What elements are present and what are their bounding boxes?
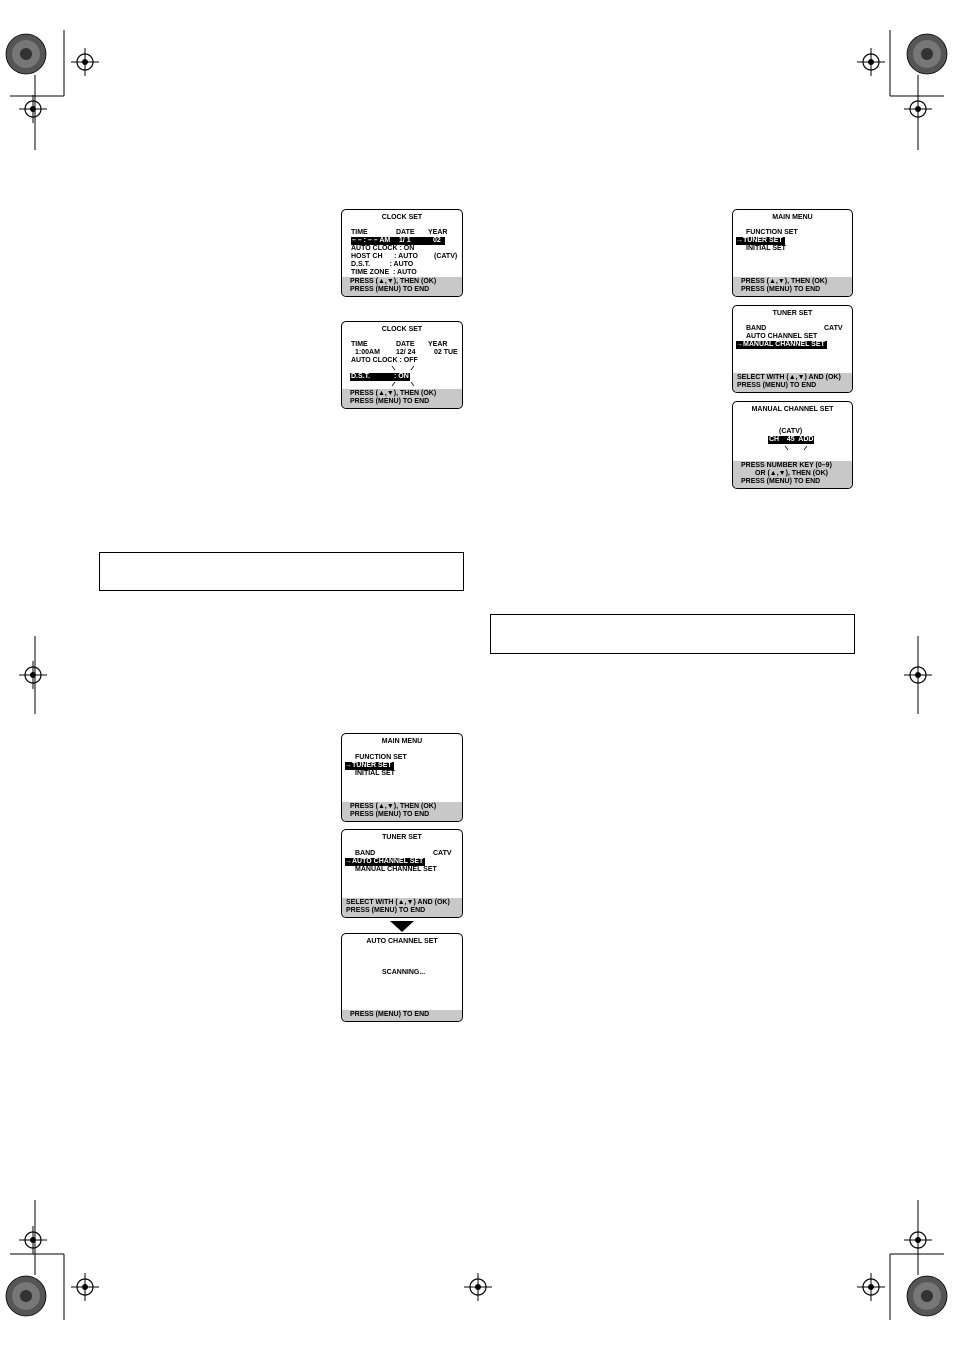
menu-item-function-set: FUNCTION SET — [355, 754, 407, 761]
col-time: TIME — [351, 229, 368, 236]
screen-title: CLOCK SET — [381, 326, 423, 333]
footer-line-2: PRESS (MENU) TO END — [346, 907, 426, 914]
dst-row: D.S.T. : AUTO — [351, 261, 414, 268]
down-arrow-icon — [390, 921, 414, 932]
main-menu-screen-left: MAIN MENU FUNCTION SET →TUNER SET INITIA… — [341, 733, 463, 822]
screen-footer: PRESS (▲,▼), THEN (OK) PRESS (MENU) TO E… — [342, 802, 462, 821]
time-value: 1:00AM — [355, 349, 380, 356]
screen-footer: PRESS (▲,▼), THEN (OK) PRESS (MENU) TO E… — [733, 277, 852, 296]
band-label: BAND — [355, 850, 376, 857]
dst-highlight — [350, 373, 410, 381]
menu-item-manual-channel-set: →MANUAL CHANNEL SET — [736, 341, 827, 349]
time-row-highlight — [351, 237, 445, 245]
screen-footer: PRESS NUMBER KEY (0–9) OR (▲,▼), THEN (O… — [733, 461, 852, 488]
band-label: BAND — [746, 325, 767, 332]
col-year: YEAR — [428, 341, 448, 348]
menu-item-tuner-set: →TUNER SET — [736, 237, 785, 245]
screen-title: CLOCK SET — [381, 214, 423, 221]
band-indicator: (CATV) — [779, 428, 803, 435]
screen-title: MANUAL CHANNEL SET — [751, 406, 834, 413]
footer-line-1: SELECT WITH (▲,▼) AND (OK) — [346, 899, 450, 906]
col-year: YEAR — [428, 229, 448, 236]
note-box-left — [99, 552, 464, 591]
footer-line-1: PRESS (▲,▼), THEN (OK) — [350, 278, 437, 285]
time-zone-row: TIME ZONE : AUTO — [351, 269, 417, 276]
clock-set-screen-2: CLOCK SET TIME DATE YEAR 1:00AM 12/ 24 0… — [341, 321, 463, 409]
footer-line-1: PRESS NUMBER KEY (0–9) — [741, 462, 832, 469]
main-menu-screen-right: MAIN MENU FUNCTION SET →TUNER SET INITIA… — [732, 209, 853, 297]
time-value: – – : – – AM — [352, 237, 391, 245]
screen-footer: SELECT WITH (▲,▼) AND (OK) PRESS (MENU) … — [342, 898, 462, 917]
screen-title: TUNER SET — [772, 310, 813, 317]
blink-rays-icon — [784, 445, 808, 451]
blink-rays-icon — [391, 365, 415, 387]
tuner-set-screen-right: TUNER SET BAND CATV AUTO CHANNEL SET →MA… — [732, 305, 853, 393]
auto-clock-row: AUTO CLOCK : OFF — [351, 357, 418, 364]
col-date: DATE — [396, 341, 415, 348]
screen-footer: SELECT WITH (▲,▼) AND (OK) PRESS (MENU) … — [733, 373, 852, 392]
band-value: CATV — [433, 850, 452, 857]
footer-line-2: PRESS (MENU) TO END — [350, 286, 430, 293]
col-time: TIME — [351, 341, 368, 348]
footer-line-1: PRESS (▲,▼), THEN (OK) — [350, 390, 437, 397]
screen-title: MAIN MENU — [381, 738, 423, 745]
screen-footer: PRESS (▲,▼), THEN (OK) PRESS (MENU) TO E… — [342, 389, 462, 408]
screen-title: AUTO CHANNEL SET — [366, 938, 438, 945]
menu-item-initial-set: INITIAL SET — [746, 245, 786, 252]
footer-line-2: PRESS (MENU) TO END — [350, 398, 430, 405]
col-date: DATE — [396, 229, 415, 236]
date-value: 12/ 24 — [396, 349, 416, 356]
manual-channel-set-screen: MANUAL CHANNEL SET (CATV) CH 45 ADD PRES… — [732, 401, 853, 489]
menu-item-initial-set: INITIAL SET — [355, 770, 395, 777]
footer-line-2: PRESS (MENU) TO END — [737, 382, 817, 389]
footer-line-1: PRESS (▲,▼), THEN (OK) — [741, 278, 828, 285]
host-ch-row: HOST CH : AUTO — [351, 253, 418, 260]
menu-item-function-set: FUNCTION SET — [746, 229, 798, 236]
year-value: 02 — [433, 237, 441, 245]
channel-line: CH 45 ADD — [768, 436, 815, 444]
footer-line-2: PRESS (MENU) TO END — [741, 286, 821, 293]
screen-title: MAIN MENU — [772, 214, 813, 221]
auto-clock-row: AUTO CLOCK : ON — [351, 245, 415, 252]
band-value: CATV — [824, 325, 843, 332]
menu-item-auto-channel-set: AUTO CHANNEL SET — [746, 333, 818, 340]
note-box-right — [490, 614, 855, 654]
dst-label: D.S.T. — [351, 373, 371, 381]
host-ch-extra: (CATV) — [434, 253, 458, 260]
menu-item-manual-channel-set: MANUAL CHANNEL SET — [355, 866, 437, 873]
scanning-text: SCANNING... — [382, 969, 426, 976]
date-value: 1/ 1 — [399, 237, 411, 245]
screen-title: TUNER SET — [382, 834, 422, 841]
footer-line-2: PRESS (MENU) TO END — [350, 811, 430, 818]
menu-item-auto-channel-set: →AUTO CHANNEL SET — [345, 858, 426, 866]
footer-line-3: PRESS (MENU) TO END — [741, 478, 821, 485]
tuner-set-screen-left: TUNER SET BAND CATV →AUTO CHANNEL SET MA… — [341, 829, 463, 918]
footer-line-1: PRESS (MENU) TO END — [350, 1011, 430, 1018]
screen-footer: PRESS (MENU) TO END — [342, 1010, 462, 1021]
footer-line-2: OR (▲,▼), THEN (OK) — [755, 470, 828, 477]
clock-set-screen-1: CLOCK SET TIME DATE YEAR – – : – – AM 1/… — [341, 209, 463, 297]
footer-line-1: SELECT WITH (▲,▼) AND (OK) — [737, 374, 841, 381]
screen-footer: PRESS (▲,▼), THEN (OK) PRESS (MENU) TO E… — [342, 277, 462, 296]
auto-channel-set-screen: AUTO CHANNEL SET SCANNING... PRESS (MENU… — [341, 933, 463, 1022]
year-value: 02 TUE — [434, 349, 458, 356]
dst-value: : ON — [394, 373, 409, 381]
menu-item-tuner-set: →TUNER SET — [345, 762, 394, 770]
footer-line-1: PRESS (▲,▼), THEN (OK) — [350, 803, 437, 810]
